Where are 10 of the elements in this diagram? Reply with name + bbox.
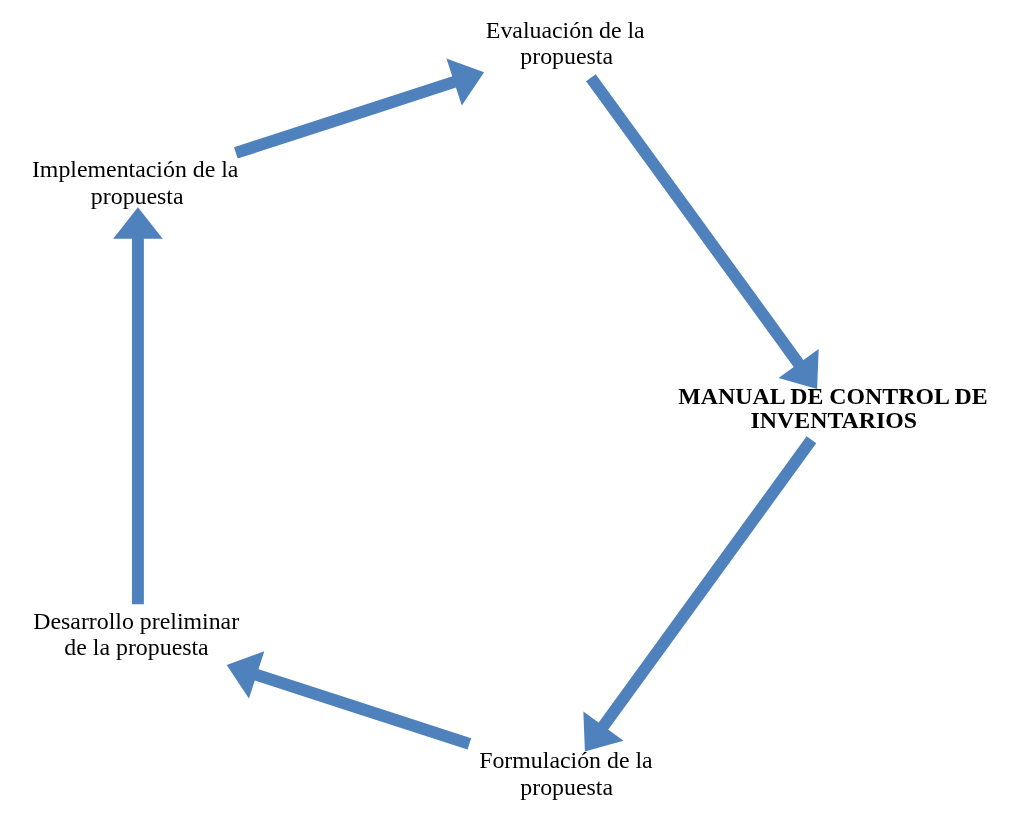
arrow <box>226 651 471 750</box>
arrow <box>585 74 819 390</box>
arrow <box>112 207 163 605</box>
node-text: MANUAL DE CONTROL DE INVENTARIOS <box>677 383 988 434</box>
node-text: Evaluación de la propuesta <box>485 16 645 70</box>
node-text: Formulación de la propuesta <box>478 747 653 800</box>
arrow <box>233 58 484 159</box>
node-text: Implementación de la propuesta <box>31 156 238 209</box>
arrow <box>582 436 816 752</box>
node-text: Desarrollo preliminar de la propuesta <box>32 607 239 661</box>
